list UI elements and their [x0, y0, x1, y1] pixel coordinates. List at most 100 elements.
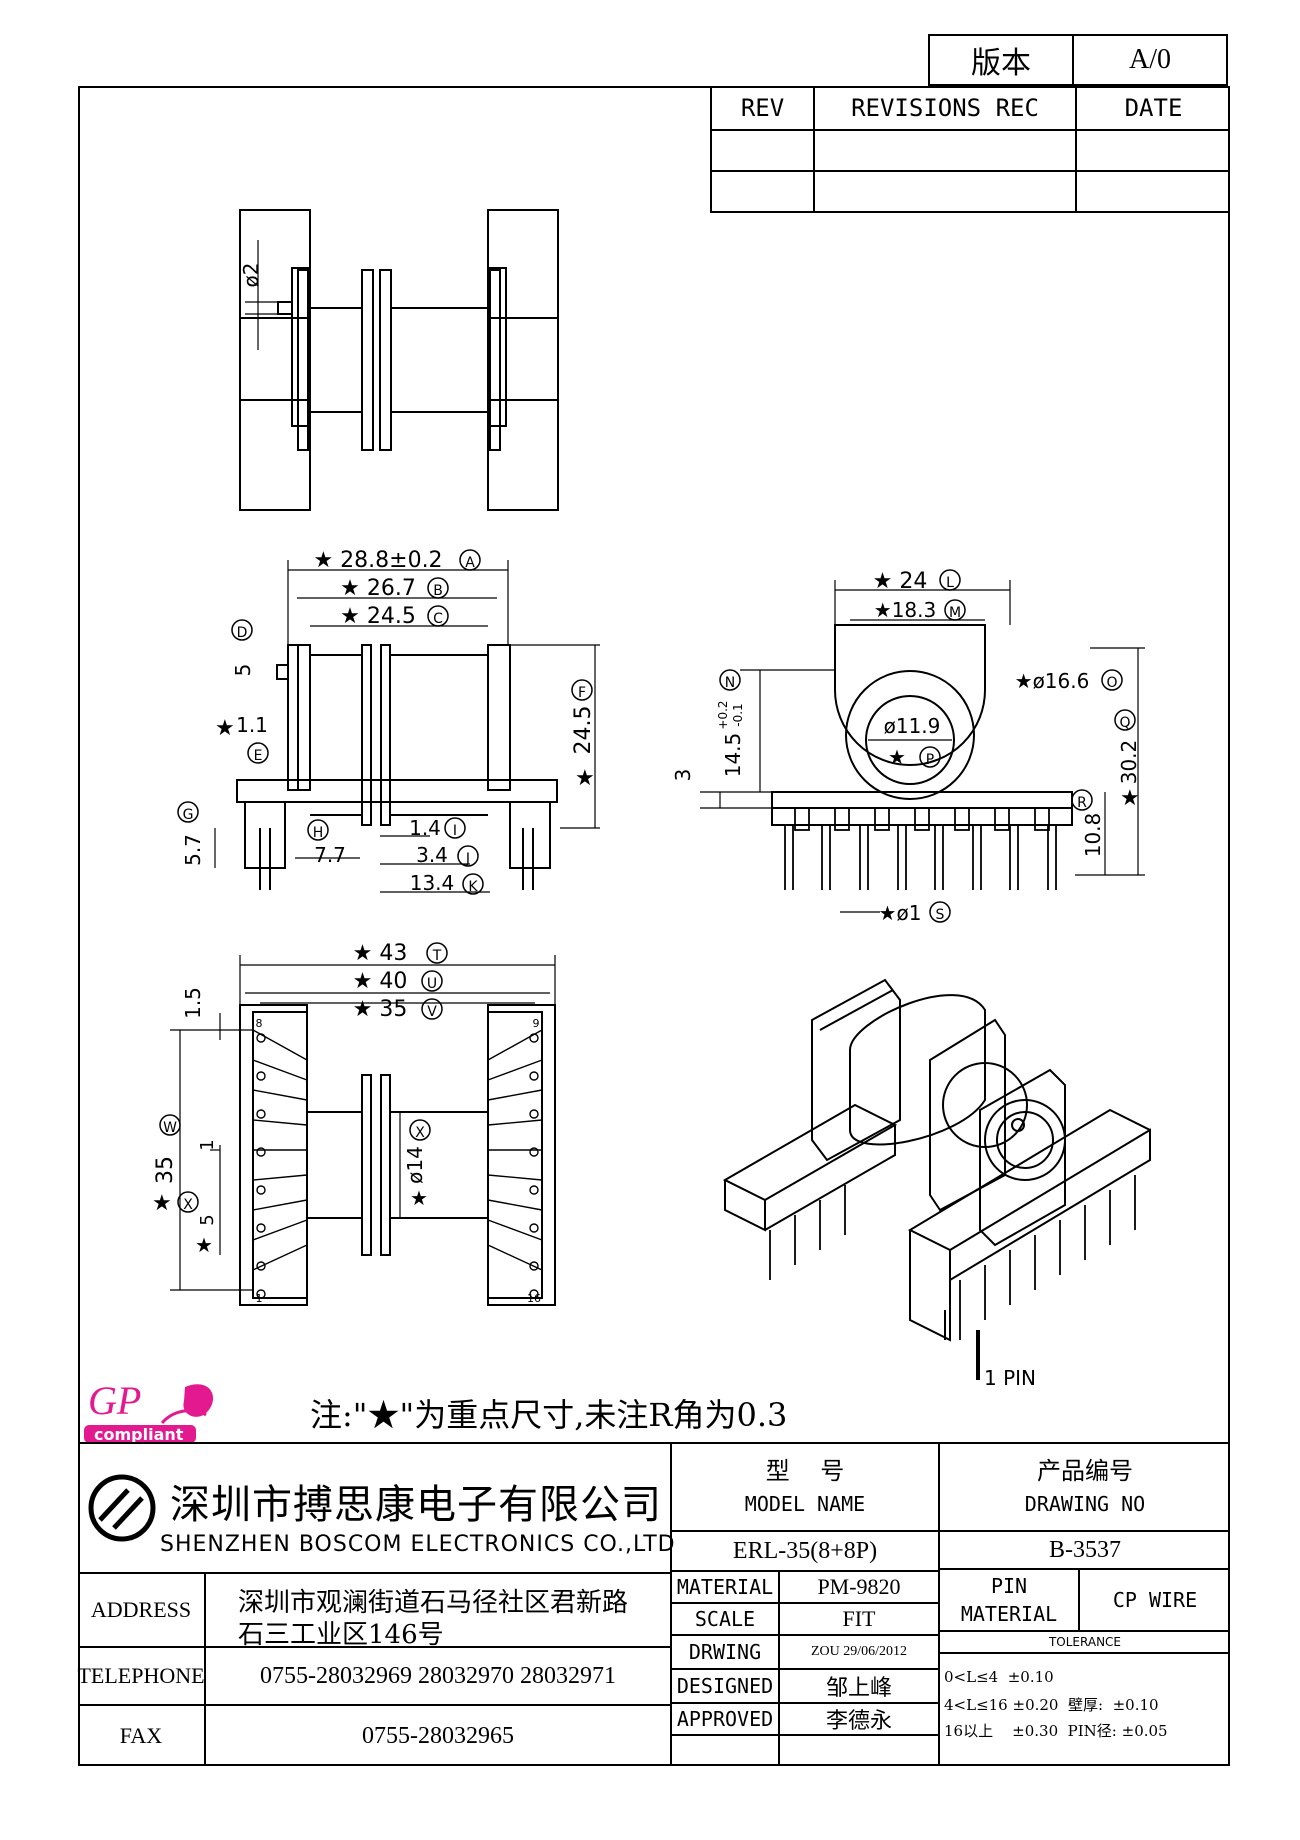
- svg-text:★: ★: [195, 1233, 213, 1257]
- address-line2: 石三工业区146号: [238, 1620, 444, 1650]
- gp-text: GP: [88, 1378, 142, 1423]
- svg-text:Q: Q: [1119, 715, 1130, 731]
- svg-text:F: F: [578, 685, 586, 701]
- dim-G: 5.7: [181, 834, 205, 866]
- pin1-label: 1 PIN: [984, 1366, 1036, 1390]
- dim-R: 10.8: [1081, 813, 1105, 858]
- dim-O: ★ø16.6: [1015, 669, 1090, 693]
- dim-L: ★ 24: [873, 569, 928, 594]
- svg-text:K: K: [468, 879, 478, 895]
- drawing-no-cn: 产品编号: [1037, 1456, 1133, 1485]
- svg-text:★: ★: [410, 1186, 428, 1210]
- pin-label-8: 8: [256, 1017, 263, 1030]
- svg-text:X: X: [415, 1125, 425, 1141]
- svg-text:★: ★: [888, 745, 906, 769]
- svg-text:H: H: [313, 825, 324, 841]
- model-name-en: MODEL NAME: [744, 1492, 866, 1516]
- dim-X1: 1: [197, 1139, 218, 1150]
- pin-material-value: CP WIRE: [1112, 1588, 1198, 1612]
- pin-label-16: 16: [527, 1292, 541, 1305]
- tolerance-line2: 4<L≤16 ±0.20 壁厚: ±0.10: [944, 1696, 1159, 1714]
- svg-text:J: J: [465, 851, 470, 867]
- fax-label: FAX: [119, 1723, 163, 1748]
- svg-text:S: S: [936, 907, 945, 923]
- address-line1: 深圳市观澜街道石马径社区君新路: [238, 1588, 629, 1618]
- svg-text:★: ★: [152, 1191, 172, 1216]
- dim-T: ★ 43: [353, 941, 408, 966]
- approved-value: 李德永: [825, 1709, 892, 1734]
- front-view: ★ 28.8±0.2 A ★ 26.7 B ★ 24.5 C D 5 ★ 1.1…: [177, 548, 600, 895]
- gp-compliant-logo: GP compliant: [80, 1375, 220, 1445]
- svg-text:M: M: [949, 605, 961, 621]
- svg-text:T: T: [432, 948, 442, 964]
- dim-top-o2: ø2: [239, 263, 263, 288]
- dim-N-minus: -0.1: [731, 703, 745, 726]
- svg-text:V: V: [427, 1004, 437, 1020]
- dim-K: 13.4: [410, 871, 455, 895]
- note-text: 注:"★"为重点尺寸,未注R角为0.3: [310, 1396, 788, 1434]
- date-header: DATE: [1124, 93, 1183, 122]
- telephone-label: TELEPHONE: [77, 1663, 205, 1688]
- pin-label-9: 9: [533, 1017, 540, 1030]
- model-name-value: ERL-35(8+8P): [732, 1537, 878, 1564]
- dim-three: 3: [671, 769, 695, 782]
- dim-V: ★ 35: [353, 997, 408, 1022]
- address-label: ADDRESS: [90, 1597, 192, 1622]
- telephone-value: 0755-28032969 28032970 28032971: [260, 1662, 616, 1689]
- pin-material-label-2: MATERIAL: [960, 1602, 1058, 1626]
- svg-text:E: E: [254, 748, 263, 764]
- svg-text:L: L: [946, 575, 954, 591]
- company-logo-icon: [88, 1474, 156, 1542]
- dim-J: 3.4: [416, 843, 448, 867]
- model-name-cn: 型 号: [765, 1456, 845, 1485]
- technical-drawing: ø2: [152, 209, 1151, 1390]
- svg-text:O: O: [1106, 675, 1117, 691]
- dim-P: ø11.9: [884, 714, 941, 738]
- tolerance-label: TOLERANCE: [1048, 1635, 1122, 1649]
- material-value: PM-9820: [817, 1574, 901, 1599]
- drawing-value: ZOU 29/06/2012: [810, 1644, 908, 1659]
- svg-text:G: G: [183, 807, 194, 823]
- tolerance-line1: 0<L≤4 ±0.10: [944, 1668, 1054, 1686]
- material-label: MATERIAL: [676, 1575, 774, 1599]
- svg-text:★: ★: [1120, 786, 1140, 811]
- dim-I: 1.4: [409, 816, 441, 840]
- dim-Q: 30.2: [1117, 740, 1141, 785]
- drawing-label: DRWING: [688, 1640, 762, 1664]
- dim-pitch: 1.5: [181, 987, 205, 1019]
- dim-U: ★ 40: [353, 969, 408, 994]
- dim-H: 7.7: [314, 843, 346, 867]
- drawing-no-en: DRAWING NO: [1024, 1492, 1146, 1516]
- dim-W: 35: [153, 1156, 178, 1184]
- pin-material-label-1: PIN: [990, 1574, 1028, 1598]
- dim-M: ★18.3: [874, 598, 936, 622]
- leaf-icon: [84, 1384, 214, 1443]
- dim-S: ★ø1: [879, 901, 922, 925]
- dim-Y: ø14: [403, 1146, 427, 1184]
- dim-X2: 5: [197, 1214, 218, 1225]
- svg-text:N: N: [725, 675, 735, 691]
- fax-value: 0755-28032965: [362, 1722, 514, 1749]
- dim-N-plus: +0.2: [716, 700, 730, 729]
- revisions-header: REVISIONS REC: [851, 93, 1039, 122]
- side-view: ★ 24 L ★18.3 M N 14.5 +0.2 -0.1 ★ø16.6 O…: [671, 569, 1145, 925]
- version-label: 版本: [971, 47, 1031, 80]
- designed-value: 邹上峰: [825, 1676, 892, 1701]
- svg-text:★: ★: [575, 766, 595, 791]
- revision-table: REV REVISIONS REC DATE: [710, 86, 1230, 213]
- version-value: A/0: [1129, 44, 1171, 75]
- dim-D: 5: [231, 664, 255, 677]
- company-name-cn: 深圳市搏思康电子有限公司: [170, 1482, 662, 1528]
- svg-text:W: W: [163, 1120, 177, 1136]
- isometric-view: 1 PIN: [722, 978, 1151, 1390]
- dim-A: ★ 28.8±0.2: [313, 548, 442, 573]
- scale-label: SCALE: [694, 1607, 756, 1631]
- designed-label: DESIGNED: [676, 1674, 774, 1698]
- scale-value: FIT: [842, 1606, 876, 1631]
- dim-C: ★ 24.5: [340, 604, 416, 629]
- compliant-text: compliant: [94, 1425, 184, 1444]
- approved-label: APPROVED: [676, 1707, 774, 1731]
- drawing-frame: [78, 86, 1230, 1766]
- svg-text:C: C: [433, 611, 443, 627]
- dim-F: 24.5: [571, 706, 596, 755]
